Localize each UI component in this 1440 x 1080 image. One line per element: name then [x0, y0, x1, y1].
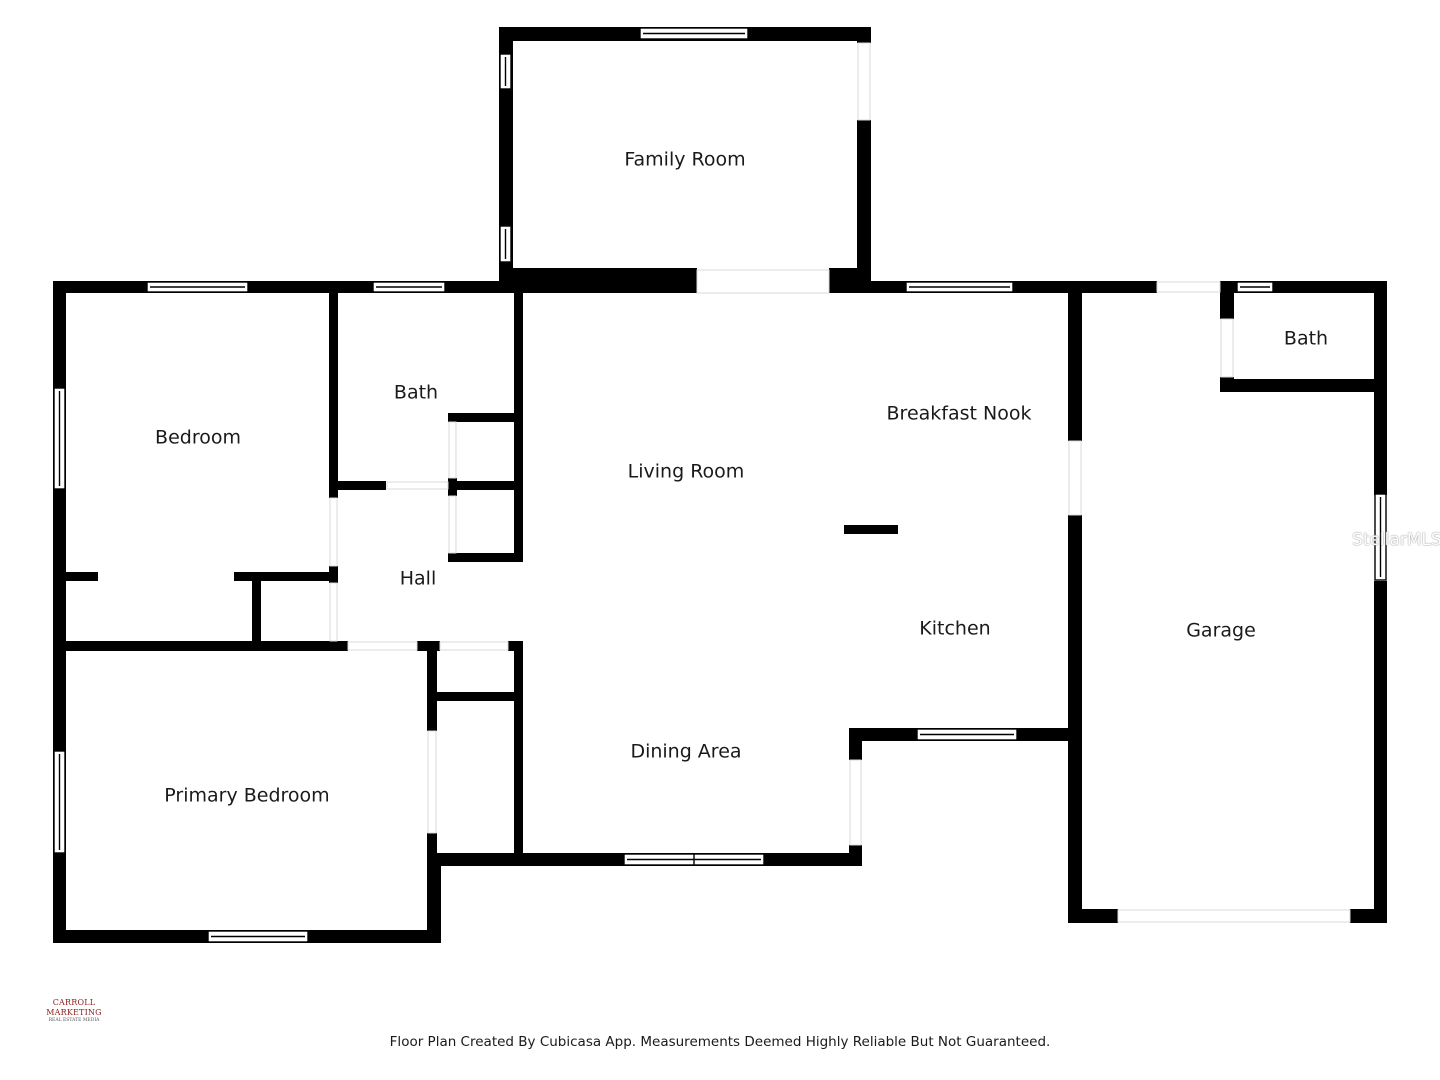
logo-name: CARROLL MARKETING: [46, 998, 102, 1017]
brand-logo: CARROLL MARKETING REAL ESTATE MEDIA: [28, 998, 120, 1024]
room-label-bath-upper: Bath: [394, 382, 438, 404]
door-openings: [329, 42, 1351, 923]
room-label-bedroom: Bedroom: [155, 427, 241, 449]
room-label-family-room: Family Room: [624, 149, 745, 171]
logo-tagline: REAL ESTATE MEDIA: [48, 1018, 100, 1023]
room-label-primary-bedroom: Primary Bedroom: [164, 785, 329, 807]
room-label-hall: Hall: [400, 568, 437, 590]
room-label-bath-garage: Bath: [1284, 328, 1328, 350]
room-label-breakfast-nook: Breakfast Nook: [887, 403, 1032, 425]
room-label-kitchen: Kitchen: [919, 618, 990, 640]
room-label-garage: Garage: [1186, 620, 1256, 642]
room-label-living-room: Living Room: [628, 461, 745, 483]
room-labels: Family Room Bath Bedroom Living Room Bre…: [155, 149, 1328, 807]
watermark: StellarMLS: [1352, 530, 1440, 550]
windows: [53, 27, 1387, 943]
footer-disclaimer: Floor Plan Created By Cubicasa App. Meas…: [389, 1034, 1051, 1050]
room-label-dining-area: Dining Area: [630, 741, 741, 763]
